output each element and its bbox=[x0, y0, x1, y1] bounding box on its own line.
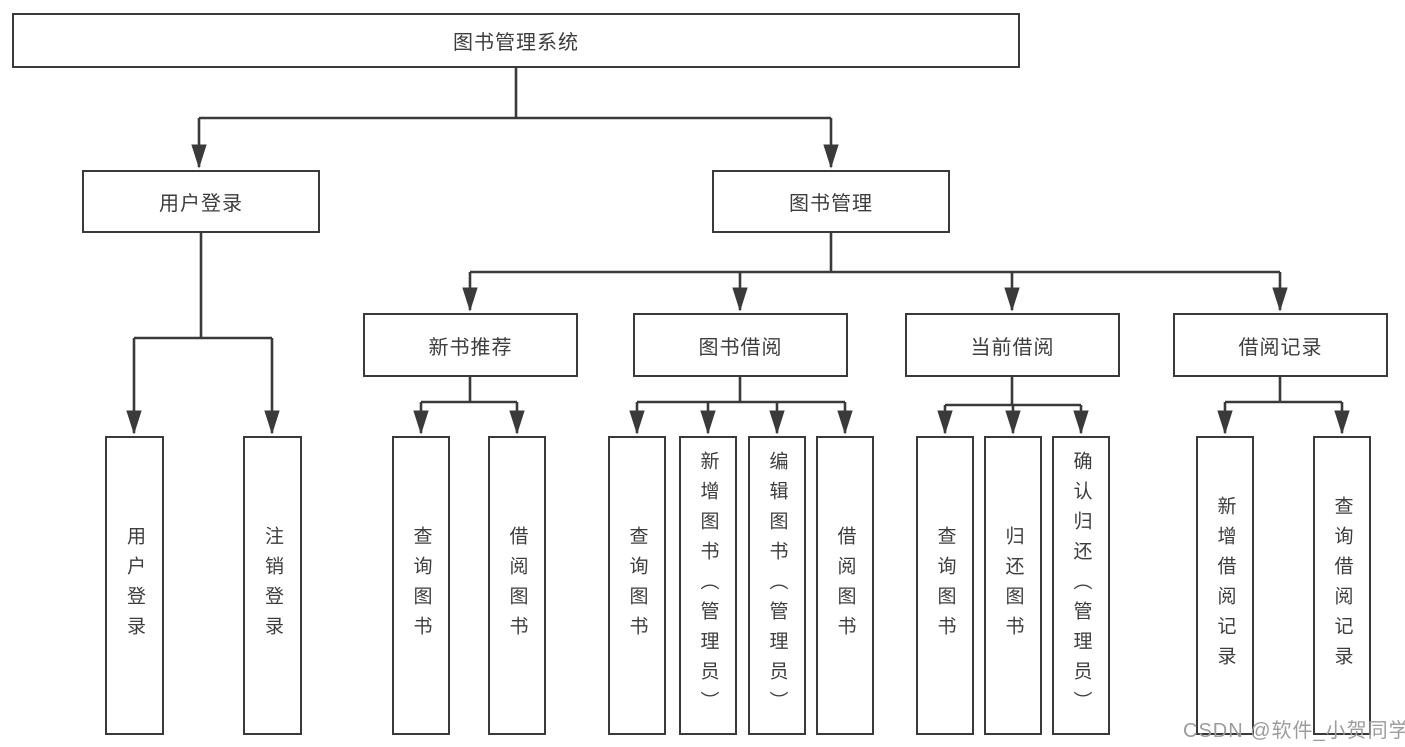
node-library-system: 图书管理系统 bbox=[12, 13, 1020, 68]
leaf-records-add-record: 新增借阅记录 bbox=[1196, 436, 1254, 735]
node-new-book-recommendation: 新书推荐 bbox=[363, 313, 578, 377]
leaf-current-confirm-return-admin: 确认归还（管理员） bbox=[1052, 436, 1110, 735]
leaf-current-return-books: 归还图书 bbox=[984, 436, 1042, 735]
leaf-rec-query-books: 查询图书 bbox=[392, 436, 450, 735]
node-user-login: 用户登录 bbox=[82, 170, 320, 233]
node-borrowing-records: 借阅记录 bbox=[1173, 313, 1388, 377]
leaf-rec-borrow-books: 借阅图书 bbox=[488, 436, 546, 735]
leaf-user-login: 用户登录 bbox=[105, 436, 164, 735]
leaf-current-query-books: 查询图书 bbox=[916, 436, 974, 735]
leaf-borrow-borrow-books: 借阅图书 bbox=[816, 436, 874, 735]
leaf-logout: 注销登录 bbox=[243, 436, 302, 735]
leaf-borrow-edit-books-admin: 编辑图书（管理员） bbox=[748, 436, 806, 735]
leaf-records-query-record: 查询借阅记录 bbox=[1313, 436, 1371, 735]
csdn-watermark: CSDN @软件_小贺同学 bbox=[1183, 720, 1405, 742]
leaf-borrow-query-books: 查询图书 bbox=[608, 436, 666, 735]
node-book-management: 图书管理 bbox=[712, 170, 950, 233]
leaf-borrow-add-books-admin: 新增图书（管理员） bbox=[679, 436, 737, 735]
node-current-borrowing: 当前借阅 bbox=[905, 313, 1120, 377]
node-book-borrowing: 图书借阅 bbox=[633, 313, 848, 377]
